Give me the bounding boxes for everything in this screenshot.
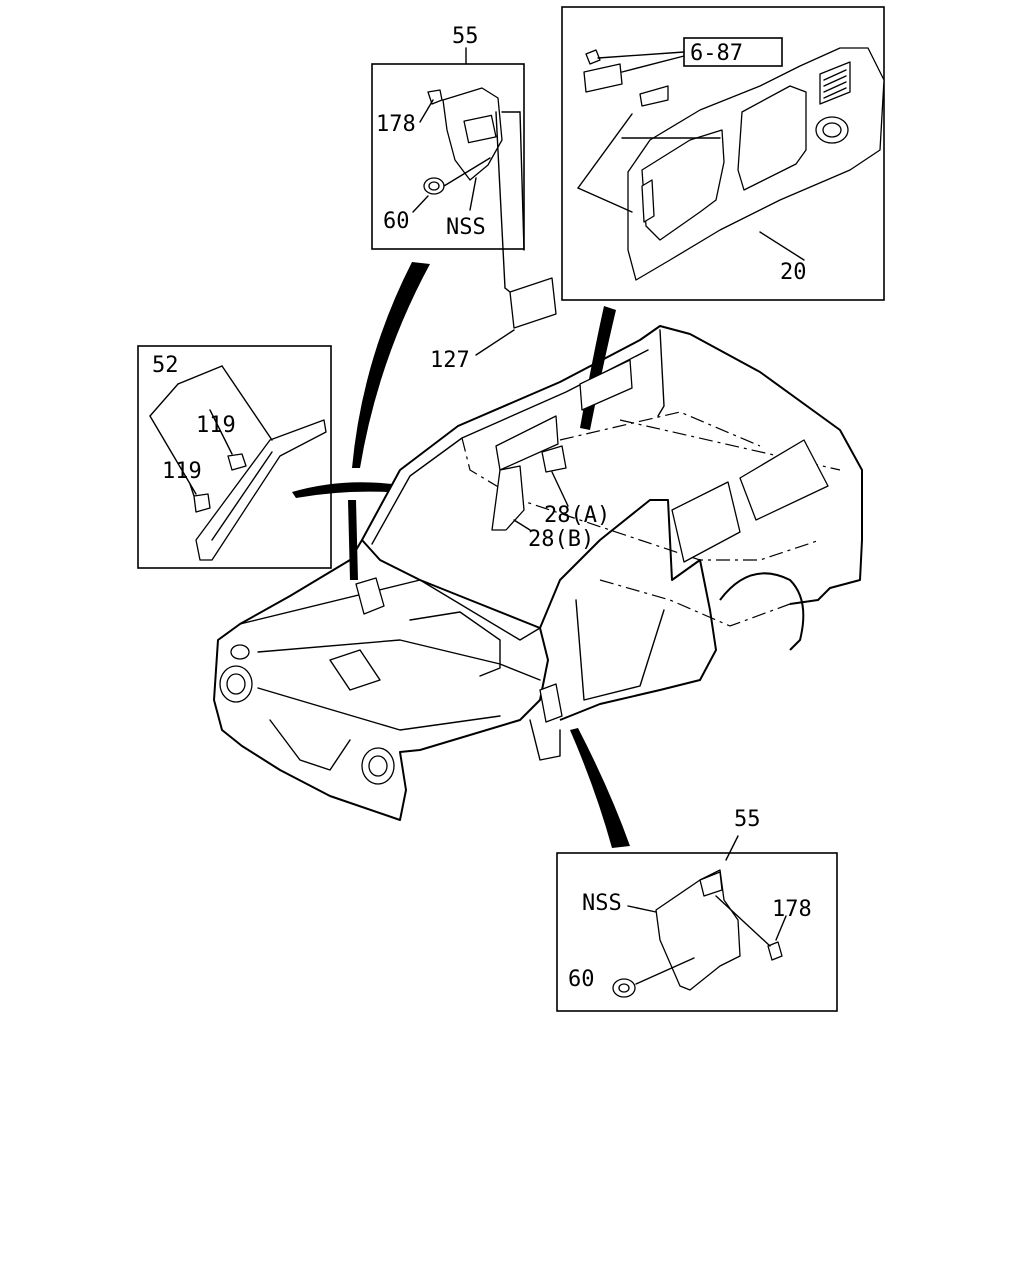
wheelhouse-bracket-55: [539, 683, 563, 723]
rear-inset-tab: [639, 85, 669, 107]
window-rear-far: [579, 359, 633, 411]
bottom-inset-nss-label: NSS: [582, 891, 622, 916]
rear-panel-vent: [819, 61, 851, 105]
window-rear-door: [671, 481, 741, 563]
pillar-clip-lower-part: [193, 493, 211, 513]
bottom-inset: 55 NSS 178 60: [556, 807, 838, 1012]
rear-pillar-line: [657, 329, 665, 417]
rear-panel-speaker-inner: [822, 122, 842, 138]
pad-28-a-part: [541, 445, 567, 473]
rear-inset-bolt: [585, 49, 601, 65]
pillar-clip-upper-label: 119: [196, 413, 236, 438]
top-inset: 55 178 60 NSS: [371, 24, 525, 289]
rear-inset-ref-label: 6-87: [690, 41, 743, 66]
bottom-inset-bracket: [655, 869, 741, 991]
top-inset-grommet-hole: [428, 181, 440, 191]
wheelhouse-lower: [529, 719, 561, 761]
top-inset-nss-label: NSS: [446, 215, 486, 240]
bottom-inset-grommet-label: 60: [568, 967, 595, 992]
pad-28-b-label: 28(B): [528, 527, 594, 552]
window-quarter: [739, 439, 829, 521]
strut-tower: [329, 649, 381, 691]
cover-label: 127: [430, 348, 470, 373]
vehicle-body: [213, 325, 863, 821]
top-inset-grommet-label: 60: [383, 209, 410, 234]
floor-dashline-4: [599, 579, 791, 627]
callout-stem-top: [348, 500, 358, 580]
rear-inset: 6-87 20: [561, 6, 885, 301]
pillar-trim-part: [195, 419, 327, 561]
top-inset-clip-label: 178: [376, 112, 416, 137]
pillar-inset-frame: [137, 345, 332, 569]
cover-plate: [509, 277, 557, 329]
top-inset-bracket-window: [463, 114, 497, 144]
rear-panel-window-left: [641, 129, 725, 241]
headlamp-right-inner: [368, 755, 388, 777]
pillar-inset-part-label: 52: [152, 353, 179, 378]
floor-dashline: [461, 437, 821, 561]
pillar-clip-upper-part: [227, 453, 247, 471]
floor-dashline-2: [619, 419, 841, 471]
bottom-inset-clip-label: 178: [772, 897, 812, 922]
rear-panel-window-right: [737, 85, 807, 191]
rear-wheel-arch: [719, 572, 805, 651]
pad-28-b-part: [491, 465, 525, 531]
side-door-outline: [539, 499, 717, 721]
headlamp-left-inner: [226, 673, 246, 695]
cowl-bracket-55: [355, 577, 385, 615]
bottom-inset-grommet-hole: [618, 983, 630, 993]
inner-fender: [409, 611, 501, 677]
callout-arrow-bottom-inset: [570, 728, 630, 848]
pillar-clip-lower-label: 119: [162, 459, 202, 484]
bottom-inset-clip-part: [767, 941, 783, 961]
top-inset-frame: [371, 63, 525, 250]
top-inset-clip-part: [427, 89, 443, 105]
callout-arrow-top-inset: [352, 262, 430, 468]
cover-127: 127: [430, 277, 557, 373]
rear-inset-frame: [561, 6, 885, 301]
rear-panel-handle: [641, 179, 655, 223]
rear-door-line: [575, 599, 665, 701]
window-front-far: [495, 415, 559, 471]
front-body-outline: [213, 539, 549, 821]
hood-edge: [239, 579, 541, 641]
radiator-support: [257, 639, 541, 681]
bottom-inset-part-label: 55: [734, 807, 761, 832]
bottom-inset-frame: [556, 852, 838, 1012]
rear-inset-bracket: [583, 63, 623, 93]
rear-inset-panel-label: 20: [780, 260, 807, 285]
front-apron: [269, 719, 351, 771]
front-mount: [230, 644, 250, 660]
front-crossmember: [257, 687, 501, 731]
callout-arrow-pillar-inset: [292, 482, 392, 498]
pad-28-a-label: 28(A): [544, 503, 610, 528]
bottom-inset-bracket-tab: [699, 871, 723, 897]
body-upper-outline: [361, 325, 863, 605]
floor-dashline-3: [559, 411, 761, 447]
top-inset-part-label: 55: [452, 24, 479, 49]
pillar-inset: 52 119 119: [137, 345, 332, 569]
